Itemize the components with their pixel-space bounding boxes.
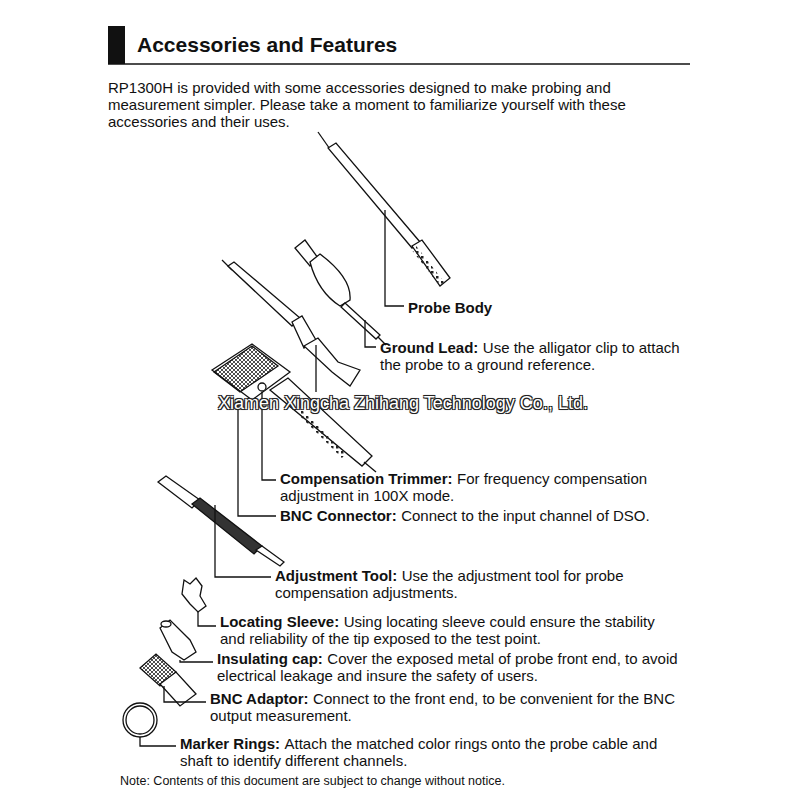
part-name: Marker Rings:	[180, 735, 280, 752]
part-name: Insulating cap:	[217, 650, 323, 667]
watermark: Xiamen Xingcha Zhihang Technology Co., L…	[218, 395, 588, 412]
part-description: Ground Lead:Use the alligator clip to at…	[380, 339, 690, 373]
probe-body	[318, 132, 450, 286]
part-description: Adjustment Tool:Use the adjustment tool …	[275, 567, 690, 601]
part-description: Insulating cap:Cover the exposed metal o…	[217, 650, 707, 684]
part-text: Connect to the input channel of DSO.	[401, 507, 650, 524]
page-heading: Accessories and Features	[137, 33, 397, 57]
part-description: Locating Sleeve:Using locating sleeve co…	[220, 613, 670, 647]
adjustment-tool	[158, 476, 284, 566]
part-description: BNC Connector:Connect to the input chann…	[280, 507, 700, 524]
intro-text: RP1300H is provided with some accessorie…	[108, 79, 653, 130]
insulating-cap	[160, 620, 196, 660]
part-description: Compensation Trimmer:For frequency compe…	[280, 470, 690, 504]
marker-ring	[123, 703, 157, 737]
part-name: Ground Lead:	[380, 339, 478, 356]
part-name: Adjustment Tool:	[275, 567, 397, 584]
heading-bar	[108, 26, 125, 64]
part-description: BNC Adaptor:Connect to the front end, to…	[210, 690, 710, 724]
part-name: BNC Connector:	[280, 507, 397, 524]
part-name: Probe Body	[408, 299, 492, 316]
heading-rule	[108, 63, 690, 65]
part-name: Compensation Trimmer:	[280, 470, 453, 487]
locating-sleeve	[182, 578, 206, 612]
part-description: Marker Rings:Attach the matched color ri…	[180, 735, 660, 769]
part-name: BNC Adaptor:	[210, 690, 309, 707]
footnote: Note: Contents of this document are subj…	[120, 773, 505, 790]
part-name: Locating Sleeve:	[220, 613, 339, 630]
